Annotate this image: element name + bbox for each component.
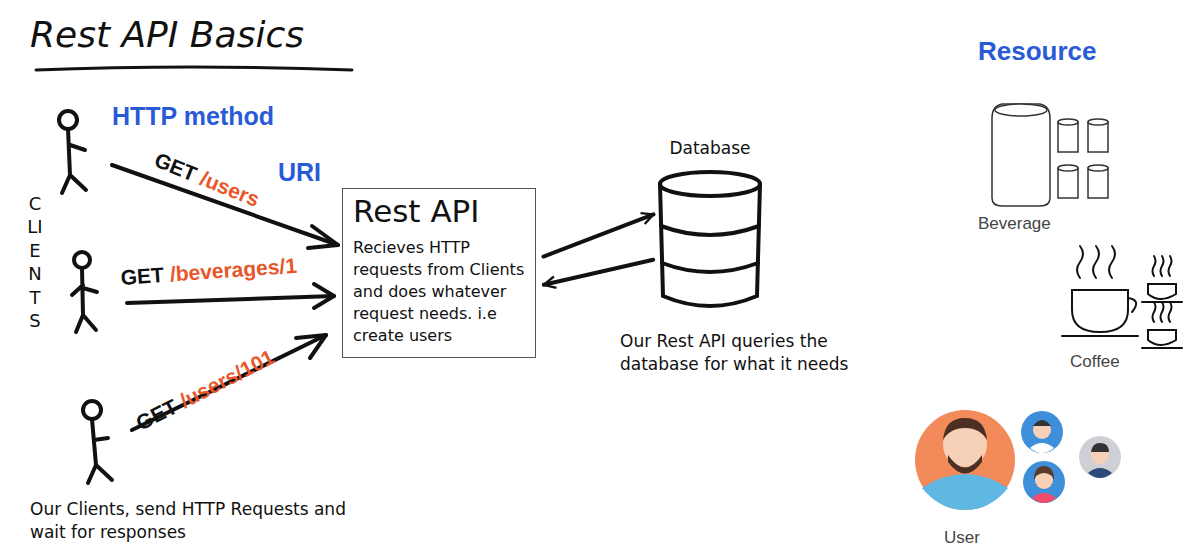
diagram-title: Rest API Basics [30, 14, 304, 55]
resource-label: Beverage [978, 214, 1051, 234]
resource-label: User [944, 528, 980, 548]
stick-figure [72, 252, 97, 332]
connector-arrow [543, 214, 653, 256]
request-label: GET/users [151, 148, 263, 212]
box-body: Recieves HTTP requests from Clients and … [353, 237, 525, 347]
request-label: GET/beverages/1 [120, 254, 298, 290]
stick-figure [83, 401, 112, 483]
section-heading: Resource [978, 36, 1097, 67]
database-cylinder: Database [645, 138, 775, 313]
box-heading: Rest API [353, 193, 525, 229]
vertical-label: CLIENTS [26, 192, 44, 332]
uri-path: /users/101 [176, 345, 278, 412]
request-label: GET/users/101 [132, 345, 278, 435]
user-avatars [915, 410, 1121, 510]
title-underline [36, 67, 352, 70]
connector-arrow [544, 260, 653, 285]
api-box: Rest API Recieves HTTP requests from Clie… [342, 188, 536, 358]
cylinder-outline [645, 168, 775, 313]
uri-path: /beverages/1 [169, 254, 298, 286]
axis-label: HTTP method [112, 102, 274, 131]
resource-label: Coffee [1070, 352, 1120, 372]
http-method: GET [132, 394, 181, 434]
stick-figure [59, 111, 86, 193]
http-method: GET [120, 263, 165, 289]
note: Our Rest API queries the database for wh… [620, 330, 905, 376]
cylinder-heading: Database [645, 138, 775, 168]
note: Our Clients, send HTTP Requests and wait… [30, 498, 375, 544]
coffee-icon [1062, 246, 1182, 348]
beverage-icon [992, 104, 1108, 206]
axis-label: URI [278, 158, 321, 187]
request-arrow [112, 165, 338, 430]
uri-path: /users [197, 166, 263, 211]
